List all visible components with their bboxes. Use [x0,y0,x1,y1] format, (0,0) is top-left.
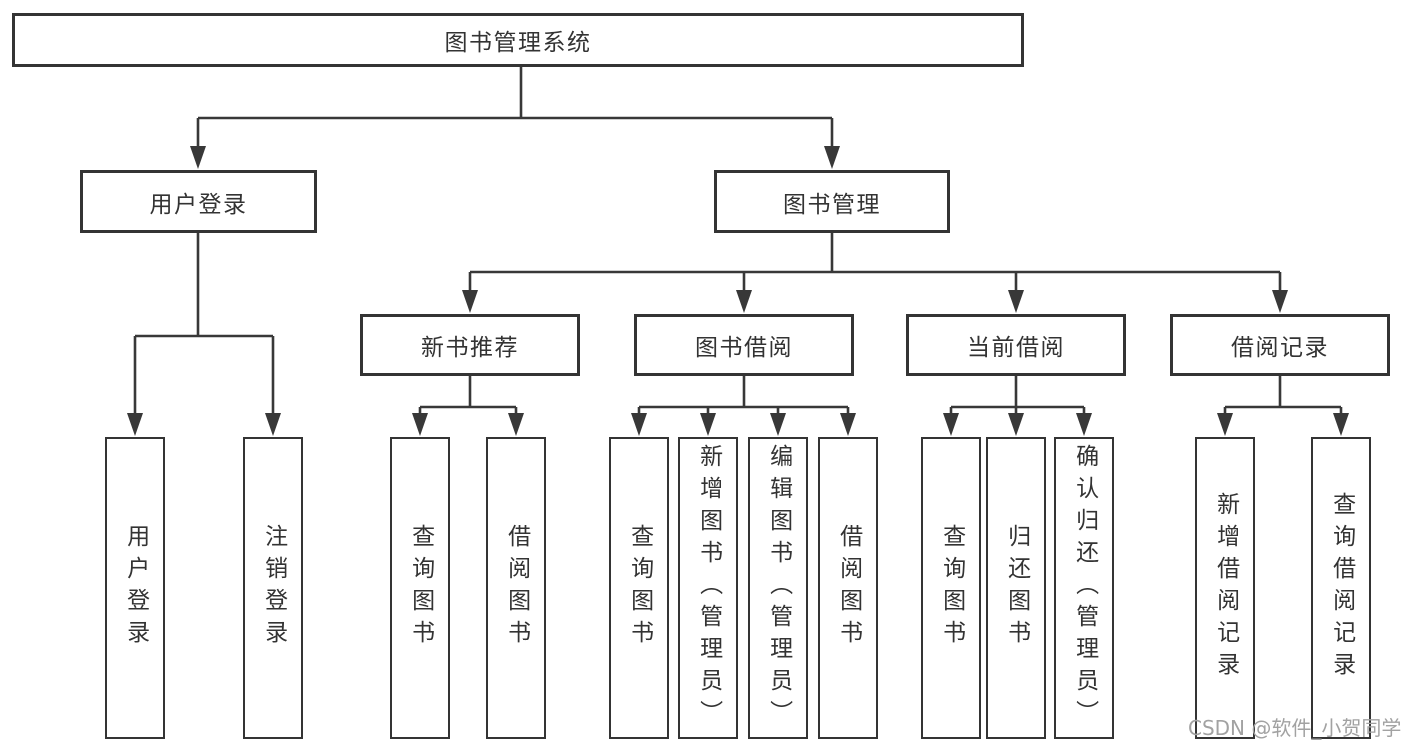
arrow-down-icon [824,146,840,169]
connector-borrowrecords-to-leaves [1217,376,1349,436]
node-book-borrowing: 图书借阅 [634,314,854,376]
leaf-borrow-books-borrowing: 借阅图书 [818,437,878,739]
arrow-down-icon [508,413,524,436]
node-label: 归还图书 [1003,524,1030,652]
arrow-down-icon [840,413,856,436]
connector-bookborrow-to-leaves [631,376,856,436]
arrow-down-icon [265,413,281,436]
leaf-return-books: 归还图书 [986,437,1046,739]
leaf-query-books-borrowing: 查询图书 [609,437,669,739]
leaf-add-borrow-record: 新增借阅记录 [1195,437,1255,739]
node-label: 新增图书（管理员） [695,444,722,732]
leaf-borrow-books-newbook: 借阅图书 [486,437,546,739]
leaf-edit-books-admin: 编辑图书（管理员） [748,437,808,739]
node-label: 当前借阅 [967,335,1065,361]
node-label: 查询借阅记录 [1328,492,1355,684]
node-book-management: 图书管理 [714,170,950,233]
leaf-query-books-current: 查询图书 [921,437,981,739]
arrow-down-icon [1217,413,1233,436]
arrow-down-icon [1008,290,1024,313]
leaf-query-books-newbook: 查询图书 [390,437,450,739]
connector-userlogin-to-leaves [127,233,281,436]
arrow-down-icon [1272,290,1288,313]
arrow-down-icon [1076,413,1092,436]
node-label: 借阅图书 [835,524,862,652]
leaf-add-books-admin: 新增图书（管理员） [678,437,738,739]
arrow-down-icon [127,413,143,436]
arrow-down-icon [631,413,647,436]
node-label: 借阅图书 [503,524,530,652]
node-library-management-system: 图书管理系统 [12,13,1024,67]
leaf-query-borrow-record: 查询借阅记录 [1311,437,1371,739]
node-label: 查询图书 [938,524,965,652]
node-label: 新书推荐 [421,335,519,361]
connector-newbook-to-leaves [412,376,524,436]
arrow-down-icon [736,290,752,313]
connector-bookmgmt-to-level3 [462,233,1288,313]
arrow-down-icon [943,413,959,436]
node-label: 图书借阅 [695,335,793,361]
arrow-down-icon [700,413,716,436]
node-label: 注销登录 [260,524,287,652]
node-label: 用户登录 [122,524,149,652]
node-new-book-recommend: 新书推荐 [360,314,580,376]
node-label: 新增借阅记录 [1212,492,1239,684]
arrow-down-icon [190,146,206,169]
node-label: 查询图书 [626,524,653,652]
node-label: 图书管理系统 [444,30,592,56]
csdn-watermark: CSDN @软件_小贺同学 [1188,716,1402,740]
node-label: 确认归还（管理员） [1071,444,1098,732]
arrow-down-icon [412,413,428,436]
node-label: 图书管理 [783,191,881,218]
leaf-logout: 注销登录 [243,437,303,739]
node-label: 编辑图书（管理员） [765,444,792,732]
leaf-user-login: 用户登录 [105,437,165,739]
node-label: 借阅记录 [1231,335,1329,361]
arrow-down-icon [1333,413,1349,436]
node-user-login: 用户登录 [80,170,317,233]
leaf-confirm-return-admin: 确认归还（管理员） [1054,437,1114,739]
arrow-down-icon [1008,413,1024,436]
node-label: 用户登录 [149,191,248,218]
arrow-down-icon [462,290,478,313]
connector-root-to-level2 [190,67,840,169]
arrow-down-icon [770,413,786,436]
node-borrowing-records: 借阅记录 [1170,314,1390,376]
connector-currentborrow-to-leaves [943,376,1092,436]
node-label: 查询图书 [407,524,434,652]
node-current-borrowing: 当前借阅 [906,314,1126,376]
